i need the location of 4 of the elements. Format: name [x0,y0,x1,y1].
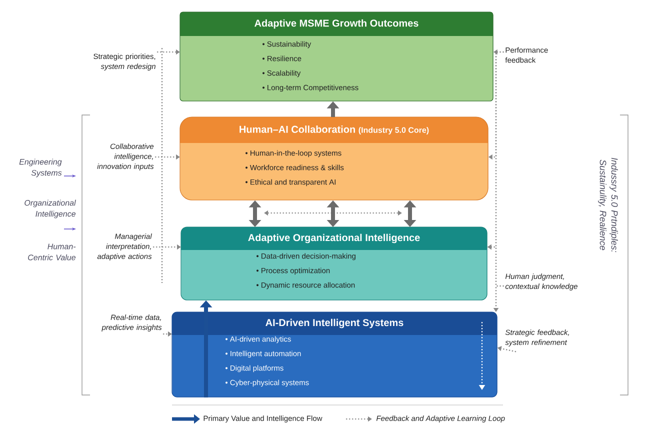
side-label: Indussry 5.0 Prtndiples: Sustainulity, Realience [598,158,618,252]
side-label: Engineering Systems [19,158,62,178]
side-label: Human-Centric Value [28,244,76,260]
side-label: Organizational Intelligence [24,200,76,218]
